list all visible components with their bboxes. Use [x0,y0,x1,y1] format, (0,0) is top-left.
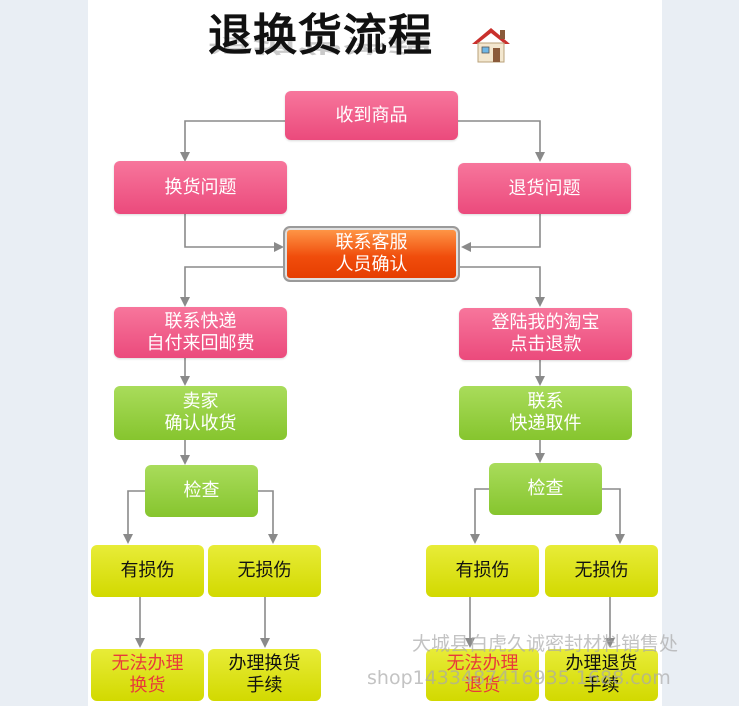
node-right-cannot: 无法办理 退货 [426,649,539,701]
node-seller-confirm: 卖家 确认收货 [114,386,287,440]
arrow-receive-to-exchange [180,120,285,162]
node-left-damaged: 有损伤 [91,545,204,597]
node-left-courier-line1: 联系快递 [164,310,237,332]
node-return-issue: 退货问题 [458,163,631,214]
node-left-process-line1: 办理换货 [228,653,301,674]
watermark-shop-url: shop1433487416935.1688.com [367,667,671,689]
node-contact-cs-line1: 联系客服 [335,232,408,253]
arrow-right-check-to-undamaged [602,488,625,544]
node-right-process-line1: 办理退货 [565,653,638,674]
page-title: 退换货流程 [208,10,433,61]
arrow-left-check-to-damaged [123,490,145,544]
node-left-undamaged-label: 无损伤 [237,560,292,581]
node-right-process-line2: 手续 [583,675,620,696]
node-right-damaged-label: 有损伤 [455,560,510,581]
node-return-issue-label: 退货问题 [508,177,581,199]
node-left-undamaged: 无损伤 [208,545,321,597]
node-right-cannot-line2: 退货 [464,675,501,696]
arrow-left-check-to-undamaged [258,490,278,544]
node-right-damaged: 有损伤 [426,545,539,597]
node-receive-label: 收到商品 [335,104,408,126]
node-receive: 收到商品 [285,91,458,140]
node-right-login: 登陆我的淘宝 点击退款 [459,308,632,360]
node-left-process: 办理换货 手续 [208,649,321,701]
node-left-courier: 联系快递 自付来回邮费 [114,307,287,358]
watermark-shop-name: 大城县白虎久诚密封材料销售处 [412,633,679,655]
node-seller-confirm-line1: 卖家 [182,391,219,412]
arrow-cs-to-left-courier [180,266,285,307]
node-seller-confirm-line2: 确认收货 [164,413,237,434]
node-left-cannot-line1: 无法办理 [111,653,184,674]
house-icon [472,28,510,63]
arrow-right-check-to-damaged [470,488,489,544]
arrow-exchange-to-cs [184,214,284,252]
node-exchange-issue: 换货问题 [114,161,287,214]
arrow-return-to-cs [461,214,541,252]
node-right-courier: 联系 快递取件 [459,386,632,440]
arrow-receive-to-return [458,120,545,162]
node-left-cannot-line2: 换货 [129,675,166,696]
node-left-process-line2: 手续 [246,675,283,696]
node-right-courier-line1: 联系 [527,391,564,412]
node-right-courier-line2: 快递取件 [509,413,582,434]
node-right-undamaged: 无损伤 [545,545,658,597]
node-right-login-line2: 点击退款 [509,334,582,355]
node-exchange-issue-label: 换货问题 [164,176,237,198]
arrow-cs-to-right-login [458,266,545,307]
node-left-damaged-label: 有损伤 [120,560,175,581]
node-left-courier-line2: 自付来回邮费 [146,332,255,354]
node-right-undamaged-label: 无损伤 [574,560,629,581]
node-right-cannot-line1: 无法办理 [446,653,519,674]
node-contact-cs: 联系客服 人员确认 [283,226,460,282]
node-right-check: 检查 [489,463,602,515]
node-left-check-label: 检查 [183,480,220,501]
node-right-login-line1: 登陆我的淘宝 [491,312,600,333]
node-contact-cs-line2: 人员确认 [335,254,408,275]
node-right-check-label: 检查 [527,478,564,499]
node-left-check: 检查 [145,465,258,517]
node-right-process: 办理退货 手续 [545,649,658,701]
node-left-cannot: 无法办理 换货 [91,649,204,701]
